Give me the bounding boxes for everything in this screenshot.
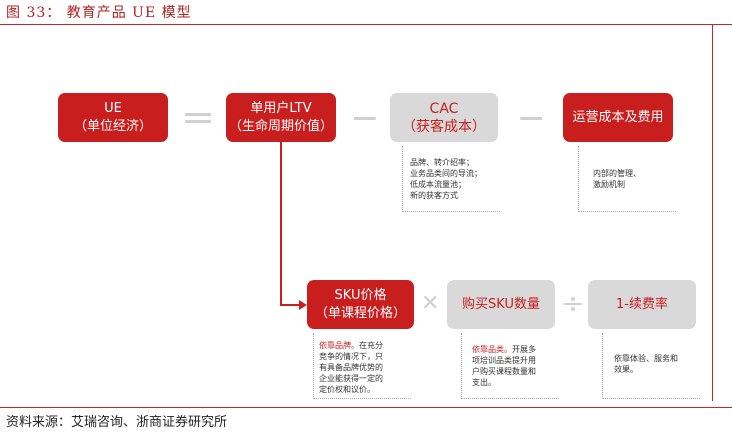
ltv-box-subtitle: （生命周期价值）	[228, 118, 333, 134]
top-rule	[0, 24, 732, 25]
sku-qty-note-line: 支出。	[472, 378, 496, 387]
sku-price-note-guide	[313, 333, 314, 399]
opex-note-line: 激励机制	[593, 180, 625, 189]
source-note: 资料来源：艾瑞咨询、浙商证券研究所	[6, 415, 228, 430]
sku-price-note-line: 竞争的情况下，只	[319, 352, 383, 361]
ltv-box: 单用户LTV （生命周期价值）	[226, 93, 336, 142]
sku-price-note-line: 定价权和议价。	[319, 385, 375, 394]
opex-note-line: 内部的管理、	[593, 169, 641, 178]
sku-qty-note-line: 开展多	[512, 345, 536, 354]
sku-qty-note-highlight: 依靠品类。	[472, 345, 512, 354]
renewal-note: 依靠体验、服务和 效果。	[614, 353, 678, 375]
bottom-rule	[0, 407, 732, 408]
minus-operator-1	[354, 117, 376, 120]
ltv-connector-vertical	[280, 142, 282, 306]
opex-box: 运营成本及费用	[563, 93, 673, 142]
ltv-box-title: 单用户LTV	[250, 100, 312, 116]
sku-qty-box: 购买SKU数量	[447, 280, 555, 329]
sku-price-note-line: 企业能获得一定的	[319, 374, 383, 383]
opex-note-guide	[578, 146, 579, 212]
cac-box-title: CAC	[429, 100, 459, 117]
sku-qty-note-underline	[461, 398, 559, 399]
cac-note: 品牌、转介绍率； 业务品类间的导流； 低成本流量池； 新的获客方式	[410, 157, 482, 201]
cac-note-guide	[402, 146, 403, 212]
cac-note-line: 品牌、转介绍率；	[410, 158, 474, 167]
equals-operator	[185, 113, 211, 123]
cac-box-subtitle: （获客成本）	[402, 118, 486, 135]
sku-qty-box-title: 购买SKU数量	[462, 296, 540, 312]
renewal-box-title: 1-续费率	[616, 296, 668, 312]
sku-price-note: 依靠品牌。在充分 竞争的情况下，只 有具备品牌优势的 企业能获得一定的 定价权和…	[319, 340, 383, 395]
renewal-note-line: 依靠体验、服务和	[614, 354, 678, 363]
ue-box: UE （单位经济）	[58, 93, 168, 142]
ltv-connector-arrow	[299, 300, 307, 310]
sku-price-note-highlight: 依靠品牌。	[319, 341, 359, 350]
cac-note-underline	[402, 211, 500, 212]
sku-price-box-subtitle: （单课程价格）	[314, 305, 406, 321]
sku-price-note-line: 在充分	[359, 341, 383, 350]
cac-note-line: 新的获客方式	[410, 191, 458, 200]
renewal-note-line: 效果。	[614, 365, 638, 374]
renewal-note-underline	[602, 398, 700, 399]
ue-box-subtitle: （单位经济）	[73, 118, 152, 134]
opex-note: 内部的管理、 激励机制	[593, 168, 641, 190]
divide-operator	[564, 297, 582, 311]
cac-note-line: 业务品类间的导流；	[410, 169, 482, 178]
opex-box-title: 运营成本及费用	[572, 109, 664, 125]
ltv-connector-horizontal	[280, 304, 300, 306]
renewal-box: 1-续费率	[588, 280, 696, 329]
sku-qty-note-line: 户购买课程数量和	[472, 367, 536, 376]
right-rule	[712, 25, 713, 401]
sku-price-box-title: SKU价格	[334, 287, 387, 303]
cac-box: CAC （获客成本）	[390, 93, 498, 142]
sku-price-box: SKU价格 （单课程价格）	[307, 280, 414, 329]
sku-price-note-line: 有具备品牌优势的	[319, 363, 383, 372]
sku-qty-note: 依靠品类。开展多 项培训品类提升用 户购买课程数量和 支出。	[472, 344, 536, 388]
sku-price-note-underline	[313, 398, 411, 399]
sku-qty-note-guide	[461, 333, 462, 399]
cac-note-line: 低成本流量池；	[410, 180, 466, 189]
figure-title: 图 33： 教育产品 UE 模型	[6, 5, 192, 21]
multiply-operator: ✕	[421, 291, 440, 316]
minus-operator-2	[520, 117, 542, 120]
sku-qty-note-line: 项培训品类提升用	[472, 356, 536, 365]
ue-box-title: UE	[104, 100, 122, 116]
renewal-note-guide	[602, 333, 603, 399]
opex-note-underline	[578, 211, 676, 212]
